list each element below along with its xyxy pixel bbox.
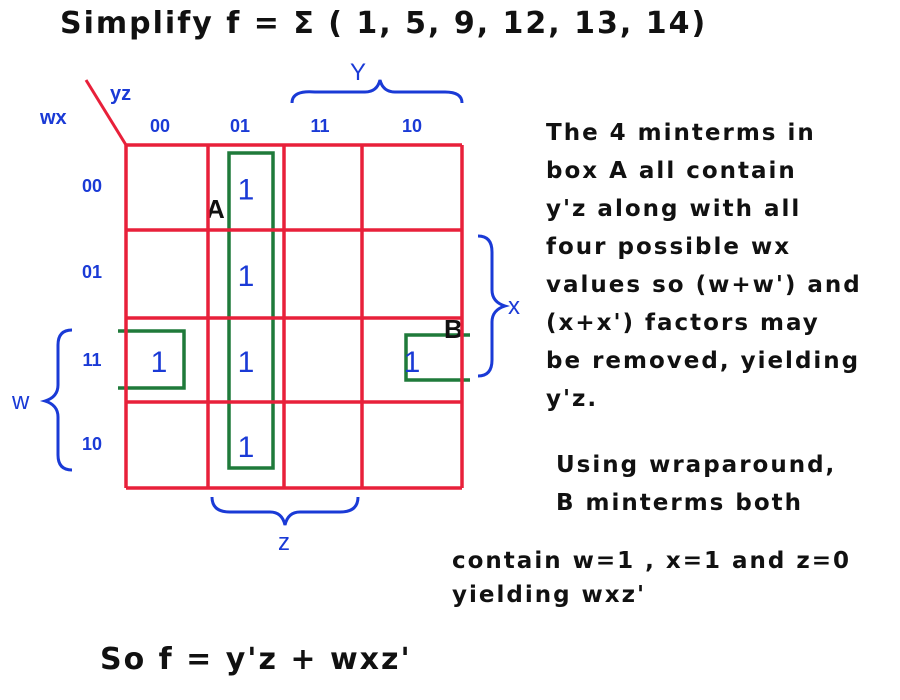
wraparound-block: Using wraparound, B minterms both — [556, 446, 836, 522]
w-brace — [39, 328, 73, 472]
row-variable-label: wx — [39, 107, 67, 129]
cell-value-r3-c1: 1 — [238, 431, 255, 464]
column-header-01: 01 — [230, 116, 250, 136]
explanation-line: Using wraparound, — [556, 452, 837, 478]
y-brace — [290, 79, 464, 104]
explanation-line: (x+x') factors may — [546, 310, 820, 336]
w-brace-label: w — [11, 388, 30, 415]
row-header-10: 10 — [82, 434, 102, 454]
group-b-right-bracket — [404, 333, 470, 382]
column-header-10: 10 — [402, 116, 422, 136]
z-brace-label: z — [278, 529, 290, 556]
column-header-11: 11 — [310, 116, 329, 136]
explanation-line: contain w=1 , x=1 and z=0 — [452, 548, 852, 574]
explanation-block: The 4 minterms in box A all contain y'z al… — [546, 114, 862, 418]
column-variable-label: yz — [110, 83, 131, 105]
cell-value-r1-c1: 1 — [238, 260, 255, 293]
explanation-line: The 4 minterms in — [546, 120, 816, 146]
x-brace-label: x — [508, 293, 520, 320]
explanation-line: y'z along with all — [546, 196, 802, 222]
y-brace-label: Y — [350, 59, 366, 86]
problem-title: Simplify f = Σ ( 1, 5, 9, 12, 13, 14) — [60, 6, 708, 41]
group-a-box — [227, 151, 275, 470]
row-header-01: 01 — [82, 262, 102, 282]
explanation-line: B minterms both — [556, 490, 803, 516]
explanation-line: y'z. — [546, 386, 599, 412]
cell-value-r0-c1: 1 — [238, 174, 255, 207]
explanation-line: box A all contain — [546, 158, 797, 184]
row-header-00: 00 — [82, 176, 102, 196]
cell-value-r2-c1: 1 — [238, 346, 255, 379]
x-brace — [477, 234, 511, 378]
kmap-grid — [124, 143, 464, 490]
kmap-corner-diagonal — [84, 79, 128, 146]
explanation-line: be removed, yielding — [546, 348, 861, 374]
final-expression: So f = y'z + wxz' — [100, 642, 412, 677]
group-b-label: B — [444, 314, 463, 344]
cell-value-r2-c0: 1 — [151, 346, 168, 379]
contain-block: contain w=1 , x=1 and z=0 yielding wxz' — [452, 544, 851, 612]
group-a-label: A — [206, 194, 225, 224]
column-header-00: 00 — [150, 116, 170, 136]
explanation-line: yielding wxz' — [452, 582, 647, 608]
explanation-line: four possible wx — [546, 234, 792, 260]
cell-value-r2-c3: 1 — [404, 346, 421, 379]
z-brace — [210, 496, 360, 526]
group-b-left-bracket — [118, 329, 186, 390]
kmap-cells: 1 1 1 1 1 1 — [151, 174, 421, 465]
row-header-11: 11 — [82, 350, 101, 370]
explanation-line: values so (w+w') and — [546, 272, 862, 298]
